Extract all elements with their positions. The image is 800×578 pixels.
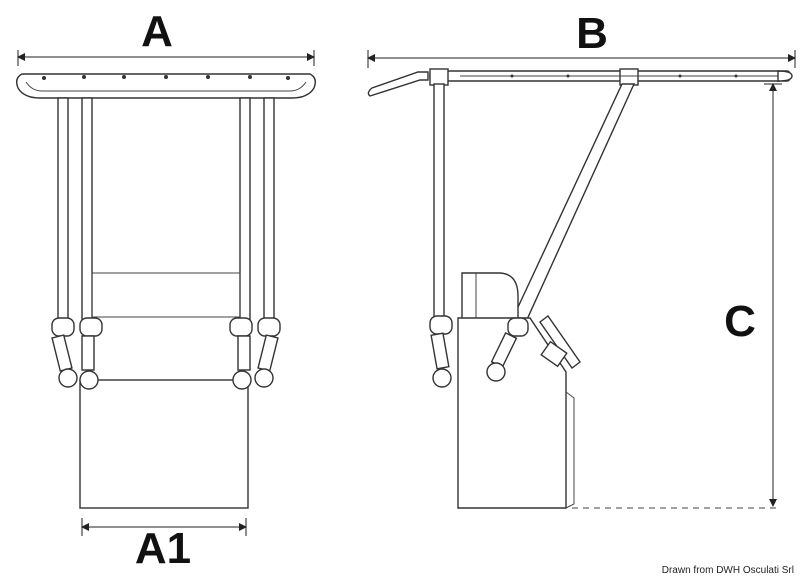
side-diagonal-strut — [511, 83, 636, 327]
side-vertical-tube — [433, 83, 445, 321]
front-top-frame — [15, 73, 317, 99]
dimension-a-line — [17, 50, 315, 66]
front-console-body — [79, 379, 249, 509]
dimension-c-label: C — [724, 297, 756, 346]
front-view: A — [15, 7, 317, 573]
dimension-a1-label: A1 — [135, 524, 191, 573]
side-view: B — [367, 9, 796, 509]
dimension-a1-line — [81, 518, 247, 536]
side-console-hood — [461, 272, 519, 321]
side-top-rail — [367, 68, 793, 97]
credit-text: Drawn from DWH Osculati Srl — [661, 565, 794, 576]
side-throttle-lever — [539, 315, 581, 369]
dimension-c-line — [764, 83, 782, 507]
front-left-brackets — [51, 317, 103, 390]
dimension-a-label: A — [141, 7, 173, 56]
dimension-b-line — [367, 50, 796, 68]
dimension-b-label: B — [576, 9, 608, 58]
front-right-brackets — [229, 317, 281, 390]
front-console-upper — [91, 272, 241, 318]
side-brackets — [429, 315, 529, 388]
front-tubes — [57, 97, 275, 321]
